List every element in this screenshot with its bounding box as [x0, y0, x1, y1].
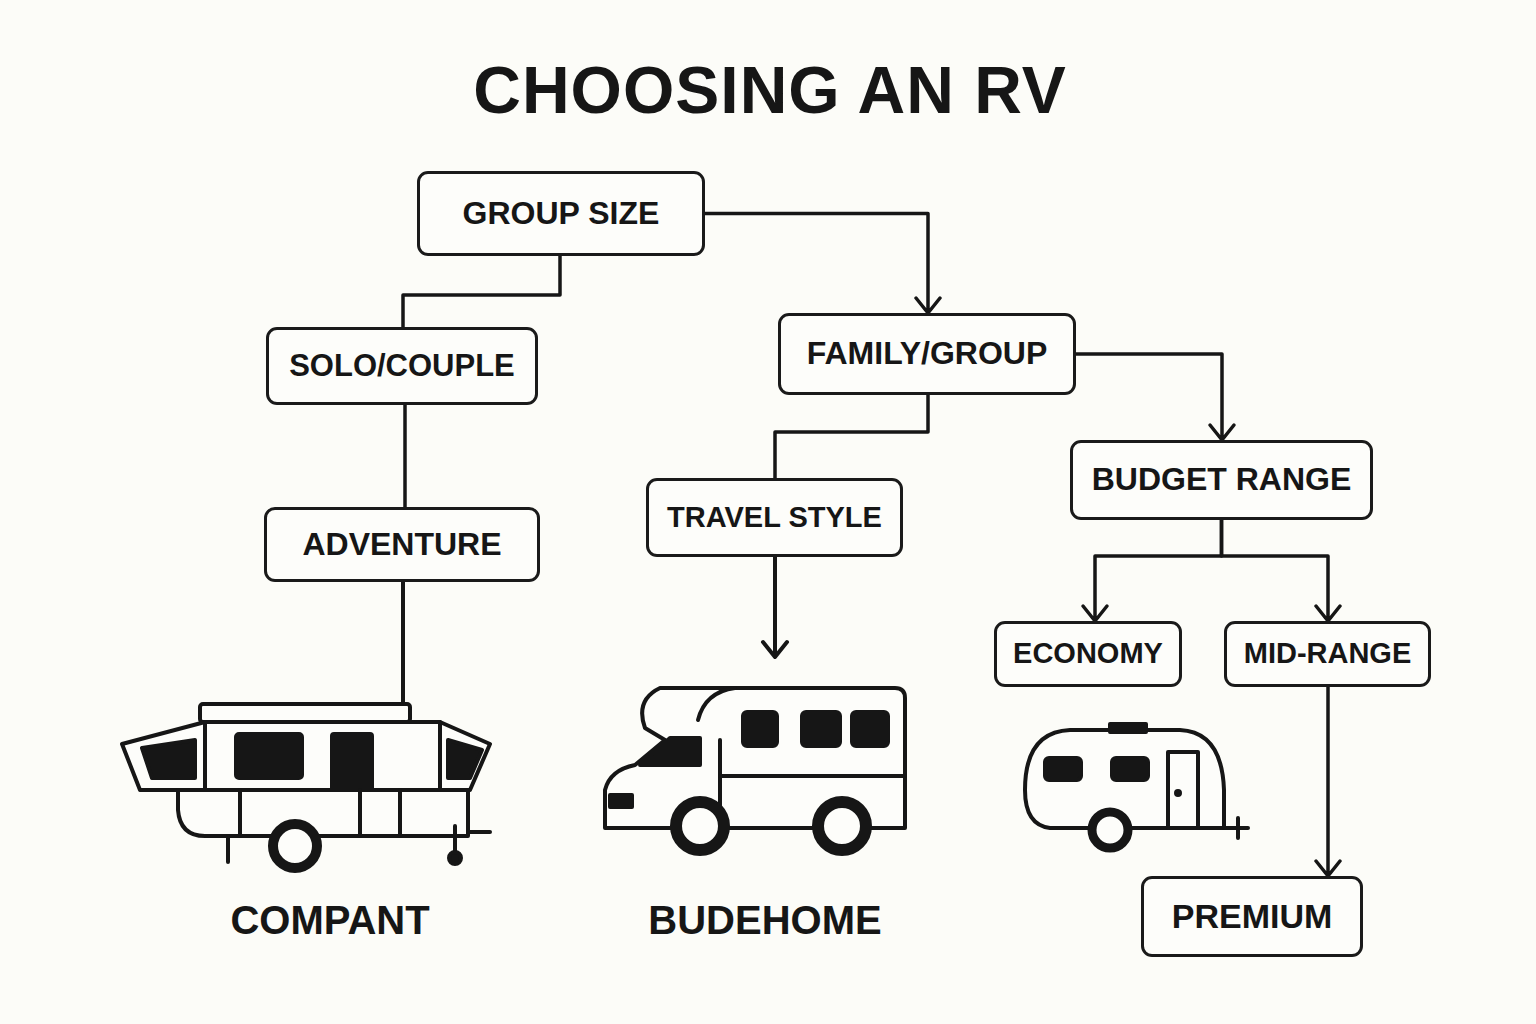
connector [775, 395, 928, 478]
decision-box: TRAVEL STYLE [646, 478, 903, 557]
connector [1222, 520, 1341, 621]
decision-box: ECONOMY [994, 621, 1182, 687]
node-text: PREMIUM [1172, 898, 1333, 935]
decision-box: PREMIUM [1141, 876, 1363, 957]
popup-camper-icon [122, 704, 490, 868]
node-text: TRAVEL STYLE [667, 502, 882, 534]
vehicle-caption: BUDEHOME [565, 898, 965, 943]
vehicle-caption: COMPANT [130, 898, 530, 943]
node-text: SOLO/COUPLE [289, 349, 515, 383]
decision-box: BUDGET RANGE [1070, 440, 1373, 520]
diagram-title: CHOOSING AN RV [0, 52, 1536, 128]
decision-box: ADVENTURE [264, 507, 540, 582]
travel-trailer-icon [1025, 724, 1248, 848]
node-text: ADVENTURE [302, 527, 501, 562]
connector-line [1083, 520, 1222, 621]
node-text: BUDGET RANGE [1092, 462, 1352, 497]
connector-line [1076, 354, 1234, 440]
node-text: ECONOMY [1013, 638, 1163, 670]
connector [403, 256, 560, 327]
decision-box: GROUP SIZE [417, 171, 705, 256]
connector-line [1222, 520, 1341, 621]
node-text: GROUP SIZE [463, 196, 660, 231]
connector-line [403, 256, 560, 327]
decision-box: SOLO/COUPLE [266, 327, 538, 405]
connector-line [775, 395, 928, 478]
node-text: FAMILY/GROUP [807, 336, 1048, 371]
motorhome-icon [605, 688, 905, 850]
connector [705, 214, 940, 314]
connector-line [403, 405, 407, 507]
decision-box: FAMILY/GROUP [778, 313, 1076, 395]
connector [1083, 520, 1222, 621]
connector [1316, 687, 1340, 876]
leader-arrow [763, 557, 787, 657]
connector [1076, 354, 1234, 440]
decision-box: MID-RANGE [1224, 621, 1431, 687]
leader-line [401, 582, 405, 702]
connector-line [705, 214, 940, 314]
connector-line [1316, 687, 1340, 876]
connector [405, 405, 406, 507]
node-text: MID-RANGE [1244, 638, 1412, 670]
